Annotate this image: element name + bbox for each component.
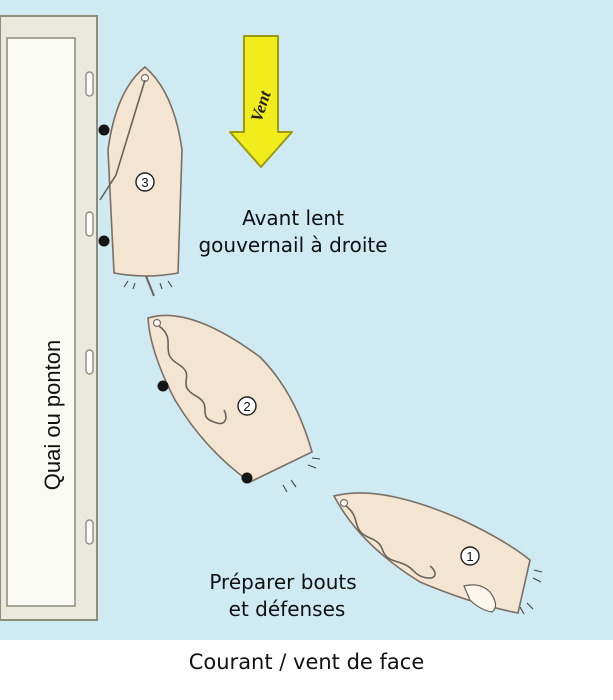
boat-1: 1 xyxy=(332,492,543,615)
boat-3: 3 xyxy=(98,65,183,297)
rudder xyxy=(145,275,155,297)
boat-2: 2 xyxy=(147,314,321,493)
dock: Quai ou ponton xyxy=(0,15,98,621)
diagram-caption: Courant / vent de face xyxy=(188,650,425,674)
coiled-line xyxy=(345,505,436,579)
annotation-step1-line2: et défenses xyxy=(229,597,346,621)
fender xyxy=(98,124,110,136)
water xyxy=(0,0,613,640)
fender xyxy=(157,380,169,392)
dock-label: Quai ou ponton xyxy=(40,340,65,490)
mooring-line xyxy=(99,79,146,201)
docking-diagram: Quai ou ponton Vent 3 xyxy=(0,0,613,640)
annotation-step1-line1: Préparer bouts xyxy=(209,570,356,594)
wind-arrow-icon: Vent xyxy=(229,35,293,168)
fender xyxy=(241,472,253,484)
annotation-step3-line2: gouvernail à droite xyxy=(198,233,387,257)
fender xyxy=(98,235,110,247)
coiled-line xyxy=(158,325,227,425)
cleat xyxy=(85,211,94,237)
annotation-step3-line1: Avant lent xyxy=(242,206,344,230)
cleat xyxy=(85,349,94,375)
boat-3-number: 3 xyxy=(141,175,148,190)
fender-bag xyxy=(463,584,497,613)
boat-2-number: 2 xyxy=(243,399,250,414)
cleat xyxy=(85,71,94,97)
cleat xyxy=(85,519,94,545)
boat-1-number: 1 xyxy=(466,549,473,564)
